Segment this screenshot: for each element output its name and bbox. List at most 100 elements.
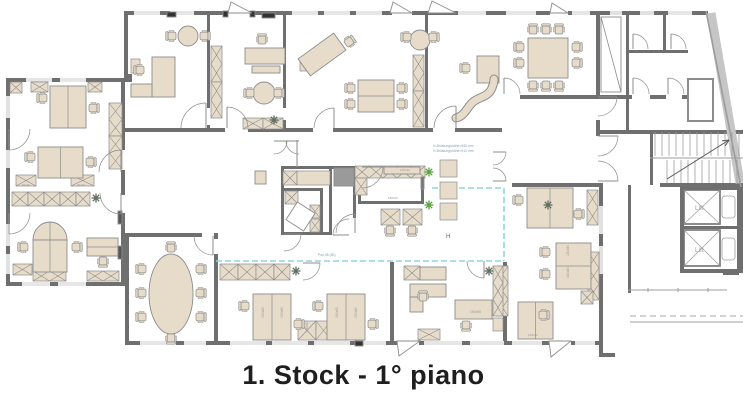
office-chair: [459, 62, 471, 74]
office-chair: [135, 311, 147, 323]
cabinet-hatch: [108, 152, 123, 170]
plant-icon: [94, 196, 98, 200]
desk: [419, 266, 447, 281]
sideboard: [439, 202, 458, 221]
office-chair: [527, 23, 539, 35]
door-swing: [361, 166, 384, 189]
desk: [454, 299, 493, 320]
window: [668, 11, 692, 15]
office-chair: [238, 300, 250, 312]
wall: [512, 183, 603, 187]
cabinet-hatch: [492, 299, 504, 317]
window: [470, 341, 504, 345]
office-chair: [367, 318, 379, 330]
door-triangle: [427, 0, 457, 14]
cabinet-hatch: [86, 270, 104, 282]
wall: [455, 128, 502, 132]
fixture: [333, 167, 355, 187]
desk: [254, 170, 267, 185]
door-swing: [597, 160, 619, 182]
plan-annotation: 190x80: [261, 307, 265, 318]
window: [272, 341, 308, 345]
wall: [663, 13, 666, 52]
window: [599, 206, 603, 234]
plan-annotation: 180x60: [388, 196, 398, 200]
wall: [125, 233, 202, 237]
fixture: [354, 340, 364, 347]
cabinet-hatch: [586, 189, 599, 208]
plan-annotation: 190x80: [280, 307, 284, 318]
door-swing: [8, 212, 31, 235]
wall: [599, 353, 615, 357]
window: [170, 11, 194, 15]
door-swing: [98, 149, 122, 173]
cabinet: [108, 102, 123, 137]
desk: [251, 65, 281, 74]
wall: [121, 213, 125, 286]
desk: [37, 146, 84, 179]
fixture: [117, 245, 123, 260]
wall: [390, 262, 394, 345]
door-swing: [492, 167, 507, 182]
office-chair: [553, 80, 565, 92]
door-swing: [667, 77, 685, 95]
office-chair: [400, 31, 412, 43]
cabinet: [210, 81, 223, 119]
plan-annotation: 160x80: [470, 310, 481, 314]
wall: [568, 11, 708, 15]
door-swing: [313, 107, 335, 129]
cabinet-hatch: [417, 328, 441, 341]
cabinet: [86, 270, 120, 282]
fixture: [222, 10, 229, 18]
office-chair: [135, 287, 147, 299]
wall: [629, 50, 688, 53]
stair-arrow: [666, 139, 730, 180]
cabinet-hatch: [102, 270, 120, 282]
wall: [121, 170, 125, 195]
lift-x: [683, 229, 721, 267]
window: [60, 78, 86, 82]
plan-annotation: 160x80: [528, 333, 538, 337]
cabinet-hatch: [210, 81, 223, 101]
cabinet-hatch: [75, 191, 91, 207]
cabinet-hatch: [492, 282, 504, 300]
door-triangle: [389, 1, 414, 14]
plant-icon: [487, 269, 491, 273]
cabinet-hatch: [492, 265, 504, 283]
window: [575, 341, 595, 345]
door-swing: [273, 140, 288, 155]
cabinet-hatch: [30, 81, 49, 93]
door-swing: [226, 106, 249, 129]
office-chair: [539, 268, 551, 280]
office-chair: [460, 320, 472, 332]
wall: [680, 187, 684, 273]
door-swing: [433, 105, 457, 129]
office-chair: [539, 246, 551, 258]
plan-annotation: 190x80: [354, 307, 358, 318]
office-chair: [71, 241, 83, 253]
window: [314, 341, 350, 345]
office-chair: [384, 225, 396, 237]
desk: [517, 301, 554, 340]
stair-arrow-head: [724, 139, 730, 147]
sideboard: [439, 181, 458, 200]
cabinet-hatch: [108, 119, 123, 137]
office-chair: [553, 23, 565, 35]
door-swing: [99, 192, 122, 215]
cabinet-hatch: [368, 165, 384, 179]
cabinet-hatch: [284, 190, 299, 205]
desk: [49, 85, 87, 129]
plan-annotation: 60x40: [22, 183, 30, 187]
wall: [412, 11, 502, 15]
office-chair: [512, 194, 524, 206]
plant-icon: [546, 203, 550, 207]
window: [458, 11, 486, 15]
oval-conference-table: [148, 253, 194, 335]
cabinet-hatch: [273, 263, 291, 281]
door-swing: [632, 33, 649, 50]
cabinet-hatch: [210, 99, 223, 119]
office-chair: [88, 102, 100, 114]
wall: [124, 74, 132, 82]
cabinet-hatch: [262, 117, 284, 130]
office-chair: [396, 98, 408, 110]
